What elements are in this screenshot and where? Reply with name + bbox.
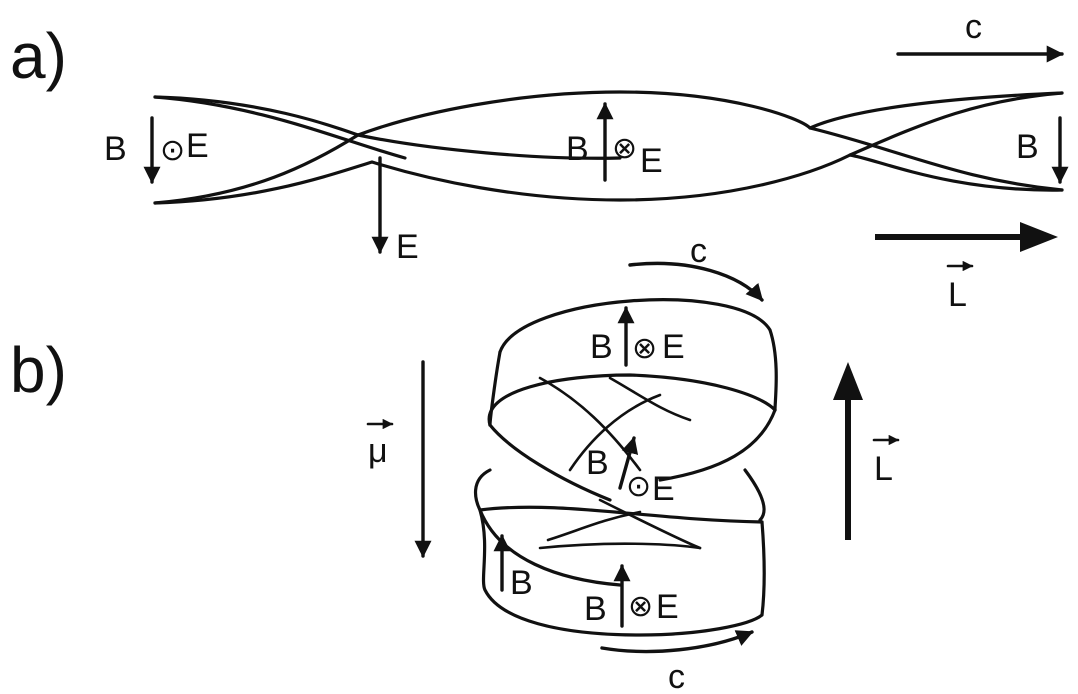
twisted-ribbon-a	[153, 90, 1064, 205]
velocity-arrow-b-bottom	[600, 630, 754, 654]
label-B-b-bottom: B	[584, 590, 607, 628]
label-B-b-middle: B	[586, 444, 609, 482]
label-B-left: B	[104, 130, 127, 168]
angular-momentum-arrowhead-b	[833, 362, 863, 400]
label-E-b-top: E	[662, 328, 685, 366]
E-cross-b-top: ⊗	[632, 332, 657, 365]
E-cross-b-bottom: ⊗	[628, 590, 653, 623]
helical-ribbon-b	[474, 298, 778, 637]
panel-label-a: a)	[10, 20, 67, 92]
label-E-b-bottom: E	[656, 588, 679, 626]
label-B-center: B	[566, 130, 589, 168]
label-mu: μ	[368, 432, 388, 470]
label-L-a: L	[948, 276, 967, 314]
label-L-b: L	[874, 450, 893, 488]
label-E-center: E	[640, 142, 663, 180]
velocity-arrow-b-top	[628, 261, 764, 302]
label-E-left: E	[186, 127, 209, 165]
B-field-arrow-b-middle	[618, 436, 639, 490]
label-c-b-top: c	[690, 232, 707, 270]
label-E-b-middle: E	[652, 470, 675, 508]
label-B-right: B	[1016, 128, 1039, 166]
label-c-b-bottom: c	[668, 658, 685, 694]
E-cross-center: ⊗	[612, 132, 637, 165]
label-c-a: c	[965, 8, 982, 46]
label-B-b-bottom-left: B	[510, 564, 533, 602]
label-B-b-top: B	[590, 328, 613, 366]
E-dot-b-middle: ⊙	[626, 470, 651, 503]
E-dot-left: ⊙	[160, 134, 185, 167]
label-E-below: E	[396, 228, 419, 266]
angular-momentum-arrowhead-a	[1020, 222, 1058, 252]
panel-label-b: b)	[10, 334, 67, 406]
